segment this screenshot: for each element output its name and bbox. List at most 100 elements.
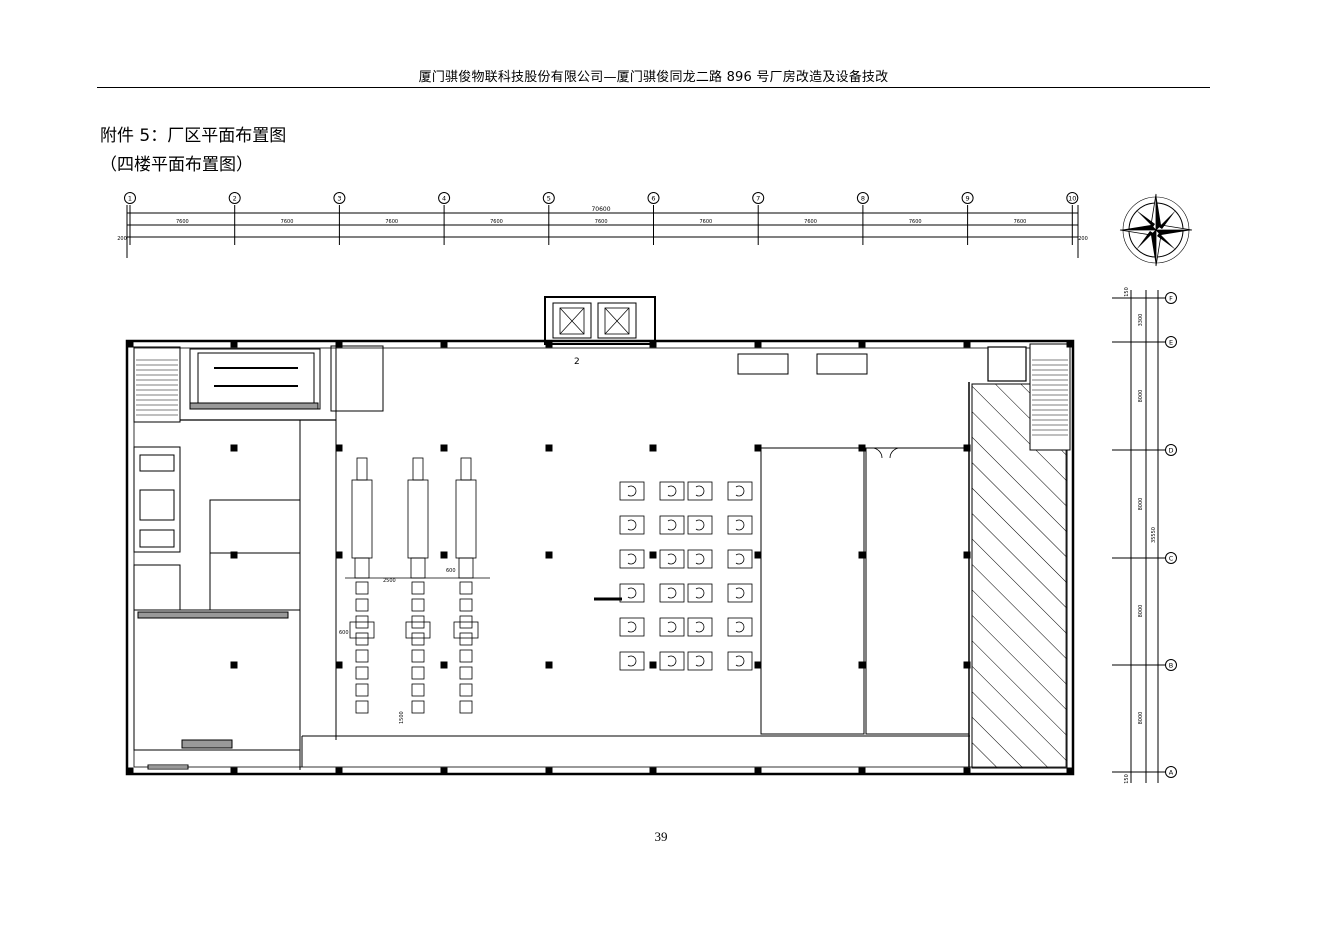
column: [858, 767, 866, 775]
top-grid-dimension: [126, 205, 1079, 258]
machine-feeder: [460, 457, 472, 481]
chair-icon: [627, 621, 637, 633]
desk: [687, 481, 713, 501]
vdim-dc: 8000: [1138, 498, 1144, 511]
grid-bubble-7: [752, 192, 765, 204]
floor-caption: （四楼平面布置图）: [100, 155, 253, 175]
grid-bubble-4: [438, 192, 451, 204]
right-elevator: [987, 346, 1027, 382]
page-number: 39: [654, 829, 668, 844]
vdim-total: 35550: [1151, 527, 1157, 543]
column: [649, 661, 657, 669]
elevator-marker: 2: [574, 357, 580, 367]
column: [545, 661, 553, 669]
column: [230, 551, 238, 559]
column: [1066, 767, 1074, 775]
right-edge-dimension: 200: [1078, 236, 1088, 242]
desk: [619, 617, 645, 637]
bottom-corridor: [301, 735, 970, 767]
column: [649, 767, 657, 775]
grid-letter-E: E: [1169, 339, 1173, 347]
grid-number-9: 9: [966, 195, 970, 203]
column: [545, 340, 553, 348]
chair-icon: [627, 553, 637, 565]
desk: [727, 583, 753, 603]
machine-unit: [355, 632, 369, 646]
column: [963, 661, 971, 669]
column: [335, 340, 343, 348]
dim-label-1: 2500: [383, 578, 396, 584]
column: [230, 340, 238, 348]
machine-station: [453, 621, 479, 639]
document-header-title: 厦门骐俊物联科技股份有限公司—厦门骐俊同龙二路 896 号厂房改造及设备技改: [418, 70, 889, 85]
chair-icon: [695, 655, 705, 667]
desk: [619, 651, 645, 671]
machine-unit: [459, 581, 473, 595]
grid-number-5: 5: [547, 195, 551, 203]
machine-unit: [355, 683, 369, 697]
chair-icon: [667, 587, 677, 599]
machine-unit: [411, 598, 425, 612]
column: [858, 661, 866, 669]
chair-icon: [627, 519, 637, 531]
chair-icon: [695, 587, 705, 599]
production-lines: [345, 457, 490, 714]
desk: [687, 515, 713, 535]
grid-number-6: 6: [651, 195, 655, 203]
desk: [619, 481, 645, 501]
column: [126, 340, 134, 348]
grid-letter-A: A: [1169, 769, 1174, 777]
grid-letter-B: B: [1169, 662, 1173, 670]
chair-icon: [667, 485, 677, 497]
desk: [727, 617, 753, 637]
grid-bubble-C: [1165, 552, 1177, 564]
desk: [659, 481, 685, 501]
machine-unit: [411, 649, 425, 663]
desk: [659, 549, 685, 569]
machine-unit: [459, 632, 473, 646]
column: [649, 340, 657, 348]
desk: [727, 481, 753, 501]
chair-icon: [627, 655, 637, 667]
machine-feeder: [412, 457, 424, 481]
machine-module: [410, 557, 426, 579]
desk: [659, 651, 685, 671]
machine-body: [407, 479, 429, 559]
grid-number-1: 1: [128, 195, 132, 203]
column: [754, 551, 762, 559]
column: [545, 551, 553, 559]
column: [440, 661, 448, 669]
vdim-cb: 8000: [1138, 605, 1144, 618]
desk: [687, 549, 713, 569]
column: [545, 767, 553, 775]
desk: [687, 617, 713, 637]
workstation-desks: [619, 481, 753, 671]
column: [440, 767, 448, 775]
machine-unit: [355, 649, 369, 663]
chair-icon: [627, 587, 637, 599]
machine-feeder: [356, 457, 368, 481]
column: [963, 444, 971, 452]
bay-dimension: 7600: [804, 219, 817, 225]
desk: [659, 583, 685, 603]
machine-unit: [459, 649, 473, 663]
column: [335, 551, 343, 559]
column: [440, 340, 448, 348]
header-rule: [97, 87, 1210, 88]
chair-icon: [735, 553, 745, 565]
machine-unit: [411, 700, 425, 714]
grid-bubble-B: [1165, 659, 1177, 671]
grid-letter-F: F: [1169, 295, 1173, 303]
column: [545, 444, 553, 452]
grid-letter-C: C: [1169, 555, 1174, 563]
machine-unit: [355, 666, 369, 680]
bay-dimension: 7600: [490, 219, 503, 225]
vdim-bottom: 150: [1124, 774, 1130, 784]
column: [963, 767, 971, 775]
chair-icon: [735, 587, 745, 599]
grid-bubble-E: [1165, 336, 1177, 348]
column: [440, 551, 448, 559]
desk: [619, 549, 645, 569]
column: [649, 444, 657, 452]
bay-dimension: 7600: [281, 219, 294, 225]
